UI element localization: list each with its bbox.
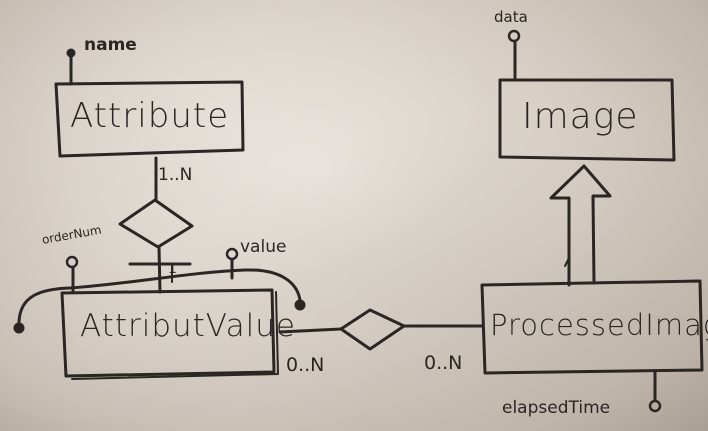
cardinality-label-rel-left: 0..N <box>286 354 325 376</box>
attribute-lollipop-value <box>225 247 239 280</box>
relationship-diamond-processed[interactable] <box>339 308 406 351</box>
composite-key-bracket <box>13 268 306 334</box>
attribute-label-name: name <box>84 35 137 55</box>
cardinality-label-rel-right: 0..N <box>424 352 463 374</box>
entity-label-image: Image <box>522 96 639 137</box>
inheritance-arrow[interactable] <box>549 164 612 287</box>
entity-label-attribute-value: AttributValue <box>80 308 296 344</box>
attribute-lollipop-elapsed-time <box>648 370 662 413</box>
entity-image-box[interactable] <box>498 78 676 162</box>
attribute-label-elapsed-time: elapsedTime <box>502 398 611 418</box>
entity-label-processed-image: ProcessedImage <box>490 308 708 342</box>
cardinality-label-attribute: 1..N <box>158 165 193 185</box>
relationship-diamond-attribute-value[interactable] <box>118 198 194 249</box>
attribute-label-data: data <box>494 8 528 26</box>
entity-label-attribute: Attribute <box>70 96 230 136</box>
entity-processed-image-box[interactable] <box>480 279 704 375</box>
cardinality-label-attribute-value: 1 <box>168 261 177 277</box>
attribute-lollipop-data <box>507 29 521 82</box>
connector-diamond-to-attribute-value <box>128 245 192 294</box>
connector-attribute-value-to-diamond <box>278 327 343 334</box>
attribute-lollipop-name <box>66 48 76 86</box>
attribute-lollipop-order-num <box>65 255 79 294</box>
entity-attribute-box[interactable] <box>54 80 245 158</box>
attribute-label-value: value <box>240 237 287 257</box>
entity-attribute-value-box[interactable] <box>60 288 279 380</box>
